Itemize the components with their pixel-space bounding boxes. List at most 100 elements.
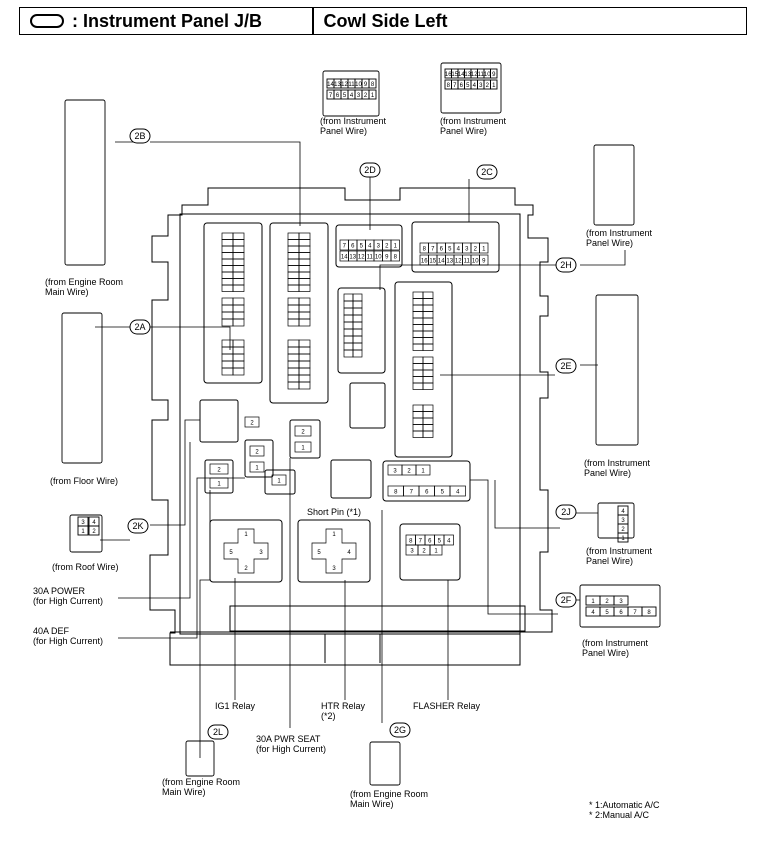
fuse-pwrseat-pin2: 2 — [294, 425, 312, 437]
junction-block-outline — [149, 187, 553, 666]
connector-2a-plug — [61, 312, 103, 464]
connector-2d-source: Panel Wire) — [320, 126, 367, 136]
junction-block-base — [229, 605, 526, 632]
pin-number: 5 — [605, 610, 609, 616]
fuse-40a-top: 2 — [244, 416, 260, 428]
page-title: : Instrument Panel J/B — [72, 10, 263, 31]
connector-2e-socket — [394, 281, 453, 458]
pin-number: 11 — [478, 72, 485, 78]
pin-number: 3 — [410, 549, 414, 555]
pin-number: 4 — [368, 244, 372, 250]
pin-number: 1 — [482, 247, 486, 253]
fuse-pwr-seat — [289, 419, 321, 459]
pin-number: 9 — [364, 82, 368, 88]
label-30a-pwr-seat: 30A PWR SEAT — [256, 734, 321, 744]
leader-2b — [115, 141, 301, 226]
tag-label: 2L — [213, 727, 223, 737]
pin-number: 7 — [419, 539, 423, 545]
leader-2l — [199, 490, 211, 758]
plug-2k-pins-b: 42 — [88, 516, 100, 536]
fuse-block-30a-power — [199, 399, 239, 443]
connector-2j-source: Panel Wire) — [586, 556, 633, 566]
tag-label: 2F — [561, 595, 572, 605]
label-30a-power: (for High Current) — [33, 596, 103, 606]
pin-number: 14 — [458, 72, 465, 78]
pin-number: 6 — [460, 83, 464, 89]
pin-number: 8 — [394, 490, 398, 496]
tag-2d: 2D — [359, 162, 381, 178]
fuse-column-right — [269, 222, 329, 404]
tag-2b: 2B — [129, 128, 151, 144]
pin-number: 6 — [351, 244, 355, 250]
label-40a-def: (for High Current) — [33, 636, 103, 646]
connector-2h-socket — [337, 287, 386, 374]
connector-2h-source: (from Instrument — [586, 228, 653, 238]
junction-block-inner — [179, 213, 521, 635]
pin-number: 14 — [341, 255, 348, 261]
connector-small-socket — [349, 382, 386, 429]
pin-number: 1 — [492, 83, 496, 89]
connector-2h-source: Panel Wire) — [586, 238, 633, 248]
pin-number: 12 — [471, 72, 478, 78]
pin-number: 5 — [448, 247, 452, 253]
fuse-plug — [264, 469, 296, 495]
pin-number: 14 — [438, 259, 445, 265]
label-htr-relay: HTR Relay — [321, 701, 366, 711]
pin-number: 8 — [447, 83, 451, 89]
pin-number: 16 — [445, 72, 452, 78]
connector-2h-plug — [593, 144, 635, 226]
pin-number: 13 — [464, 72, 471, 78]
pin-number: 11 — [348, 82, 355, 88]
pin-number: 4 — [92, 520, 96, 526]
connector-2e-plug — [595, 294, 639, 446]
pin-number: 10 — [355, 82, 362, 88]
tag-label: 2A — [134, 322, 145, 332]
connector-2g-source: Main Wire) — [350, 799, 394, 809]
pin-number: 2 — [621, 527, 625, 533]
connector-2l-source: (from Engine Room — [162, 777, 240, 787]
connector-2f-source: Panel Wire) — [582, 648, 629, 658]
pin-number: 12 — [358, 255, 365, 261]
pin-number: 2 — [407, 469, 411, 475]
pin-number: 12 — [341, 82, 348, 88]
pin-number: 9 — [482, 259, 486, 265]
pin-number: 4 — [473, 83, 477, 89]
pin-number: 2 — [301, 430, 305, 436]
pin-number: 15 — [451, 72, 458, 78]
tag-label: 2H — [560, 260, 572, 270]
label-30a-pwr-seat: (for High Current) — [256, 744, 326, 754]
connector-2e-source: Panel Wire) — [584, 468, 631, 478]
pin-number: 3 — [377, 244, 381, 250]
pin-number: 4 — [591, 610, 595, 616]
pin-number: 7 — [431, 247, 435, 253]
label-flasher-relay: FLASHER Relay — [413, 701, 481, 711]
connector-2c-socket — [411, 221, 500, 273]
pin-number: 6 — [428, 539, 432, 545]
pin-number: 12 — [455, 259, 462, 265]
pin-number: 14 — [327, 82, 334, 88]
connector-2j-source: (from Instrument — [586, 546, 653, 556]
connector-2d-plug — [322, 70, 380, 117]
socket-2e-grid-b — [412, 356, 434, 390]
pin-number: 1 — [217, 482, 221, 488]
pin-number: 3 — [81, 520, 85, 526]
pin-number: 2 — [92, 529, 96, 535]
pin-number: 2 — [364, 93, 368, 99]
leader-2a — [95, 326, 231, 350]
title-bar: : Instrument Panel J/B Cowl Side Left — [19, 7, 747, 35]
leader-2j — [494, 480, 598, 529]
pin-number: 5 — [360, 244, 364, 250]
fuse-small — [204, 459, 234, 494]
pin-number: 3 — [479, 83, 483, 89]
tag-2j: 2J — [555, 504, 577, 520]
tag-2k: 2K — [127, 518, 149, 534]
pin-number: 13 — [446, 259, 453, 265]
